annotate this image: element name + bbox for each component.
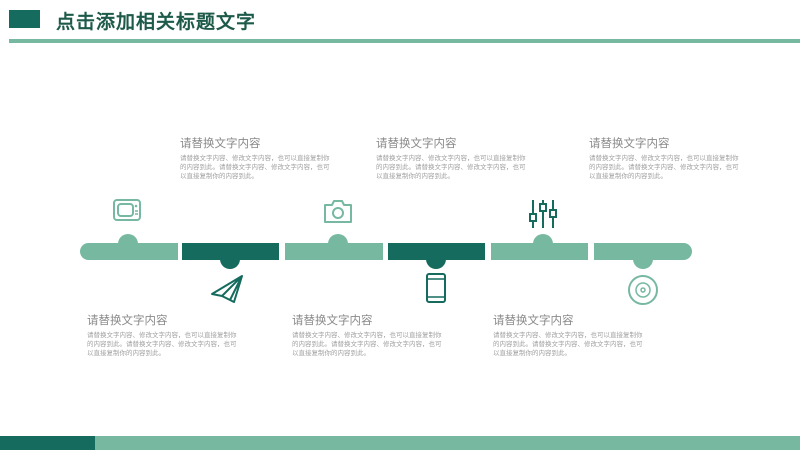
text-block-5: 请替换文字内容请替换文字内容、修改文字内容，也可以直接复制你的内容到此。请替换文… [589,135,739,181]
text-block-6: 请替换文字内容请替换文字内容、修改文字内容，也可以直接复制你的内容到此。请替换文… [493,312,643,358]
timeline-segment-1 [80,243,178,260]
item-title: 请替换文字内容 [589,136,670,150]
item-body: 请替换文字内容、修改文字内容，也可以直接复制你的内容到此。请替换文字内容、修改文… [376,154,526,180]
footer-bar-light [95,436,800,450]
paper-plane-icon [211,275,243,303]
item-body: 请替换文字内容、修改文字内容，也可以直接复制你的内容到此。请替换文字内容、修改文… [589,154,739,180]
timeline-segment-6 [594,243,692,260]
item-title: 请替换文字内容 [493,313,574,327]
timeline-segment-4 [388,243,485,260]
item-title: 请替换文字内容 [180,136,261,150]
timeline-segment-2 [182,243,279,260]
item-title: 请替换文字内容 [87,313,168,327]
header-accent-block [9,10,40,28]
text-block-4: 请替换文字内容请替换文字内容、修改文字内容，也可以直接复制你的内容到此。请替换文… [292,312,442,358]
text-block-3: 请替换文字内容请替换文字内容、修改文字内容，也可以直接复制你的内容到此。请替换文… [376,135,526,181]
item-body: 请替换文字内容、修改文字内容，也可以直接复制你的内容到此。请替换文字内容、修改文… [87,331,237,357]
footer-bar-dark [0,436,95,450]
tv-icon [113,199,141,221]
item-body: 请替换文字内容、修改文字内容，也可以直接复制你的内容到此。请替换文字内容、修改文… [493,331,643,357]
camera-icon [324,200,352,223]
item-title: 请替换文字内容 [292,313,373,327]
text-block-2: 请替换文字内容请替换文字内容、修改文字内容，也可以直接复制你的内容到此。请替换文… [87,312,237,358]
page-title: 点击添加相关标题文字 [56,11,257,33]
item-title: 请替换文字内容 [376,136,457,150]
header-divider [9,39,800,43]
item-body: 请替换文字内容、修改文字内容，也可以直接复制你的内容到此。请替换文字内容、修改文… [292,331,442,357]
timeline-segment-3 [285,243,383,260]
text-block-1: 请替换文字内容请替换文字内容、修改文字内容，也可以直接复制你的内容到此。请替换文… [180,135,330,181]
timeline-segment-5 [491,243,588,260]
disc-icon [628,275,658,305]
sliders-icon [529,200,557,228]
item-body: 请替换文字内容、修改文字内容，也可以直接复制你的内容到此。请替换文字内容、修改文… [180,154,330,180]
smartphone-icon [426,273,446,303]
